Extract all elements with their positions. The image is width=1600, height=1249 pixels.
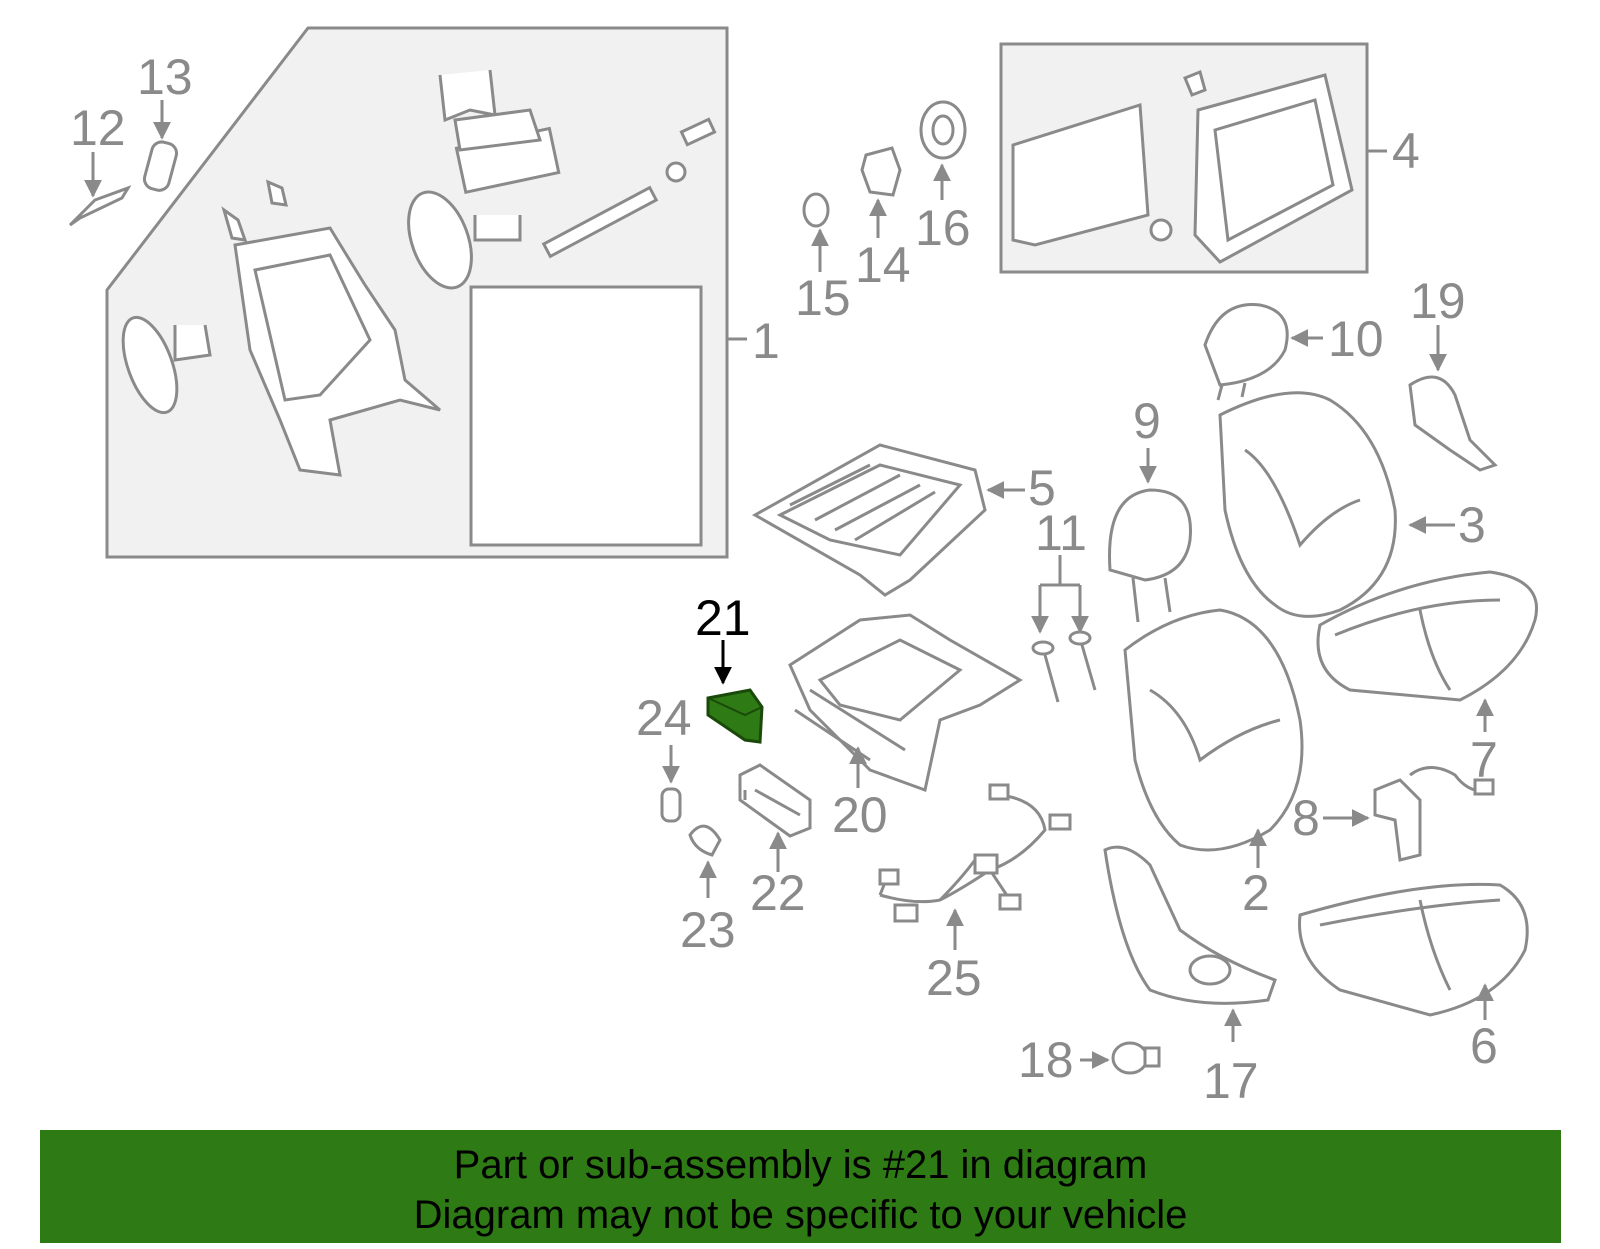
part-21-module[interactable] — [706, 640, 764, 744]
part-22-switch — [738, 763, 812, 872]
part-10-headrest — [1203, 303, 1323, 401]
part-16-grommet — [919, 100, 967, 200]
callout-20: 20 — [832, 787, 888, 843]
callout-25: 25 — [926, 950, 982, 1006]
part-24-knob — [660, 745, 682, 823]
part-5-cushion-frame — [751, 443, 1025, 597]
part-17-side-shield — [1103, 845, 1277, 1042]
callout-13: 13 — [137, 49, 193, 105]
callout-19: 19 — [1410, 273, 1466, 329]
callout-2: 2 — [1242, 865, 1270, 921]
callout-7: 7 — [1470, 732, 1498, 788]
callout-4: 4 — [1392, 123, 1420, 179]
callout-16: 16 — [915, 200, 971, 256]
part-6-cushion — [1298, 882, 1529, 1020]
footer-line-2: Diagram may not be specific to your vehi… — [413, 1193, 1188, 1237]
callout-10: 10 — [1328, 311, 1384, 367]
part-20-seat-track — [788, 613, 1023, 792]
part-13-cover — [142, 100, 179, 192]
callout-5: 5 — [1028, 460, 1056, 516]
callout-22: 22 — [750, 865, 806, 921]
part-23-knob — [688, 824, 722, 898]
part-25-wire-harness — [878, 783, 1072, 950]
part-18-knob — [1080, 1041, 1161, 1075]
callout-21: 21 — [695, 590, 751, 646]
callout-14: 14 — [855, 237, 911, 293]
footer-banner: Part or sub-assembly is #21 in diagram D… — [40, 1130, 1561, 1243]
part-14-knob — [860, 146, 902, 238]
part-7-cushion-cover — [1316, 570, 1538, 732]
callout-9: 9 — [1133, 393, 1161, 449]
callout-3: 3 — [1458, 497, 1486, 553]
callout-18: 18 — [1018, 1032, 1074, 1088]
part-2-seat-back — [1123, 608, 1304, 868]
part-12-bezel — [68, 152, 132, 227]
part-15-clip — [802, 192, 830, 272]
callout-15: 15 — [795, 270, 851, 326]
callout-11: 11 — [1035, 505, 1087, 561]
seat-back-frame-assembly-box — [105, 26, 747, 559]
callout-17: 17 — [1203, 1053, 1259, 1109]
callout-12: 12 — [70, 100, 126, 156]
part-8-lumbar-switch — [1323, 766, 1495, 862]
part-9-headrest — [1108, 448, 1192, 623]
callout-23: 23 — [680, 902, 736, 958]
footer-line-1: Part or sub-assembly is #21 in diagram — [453, 1143, 1148, 1187]
part-11-guides — [1031, 555, 1097, 703]
part-19-bracket — [1408, 325, 1498, 472]
part-3-seat-back-cover — [1218, 391, 1455, 618]
callout-24: 24 — [636, 690, 692, 746]
callout-8: 8 — [1292, 790, 1320, 846]
seat-back-panel-box — [999, 42, 1387, 274]
callout-1: 1 — [752, 313, 780, 369]
callout-6: 6 — [1470, 1018, 1498, 1074]
